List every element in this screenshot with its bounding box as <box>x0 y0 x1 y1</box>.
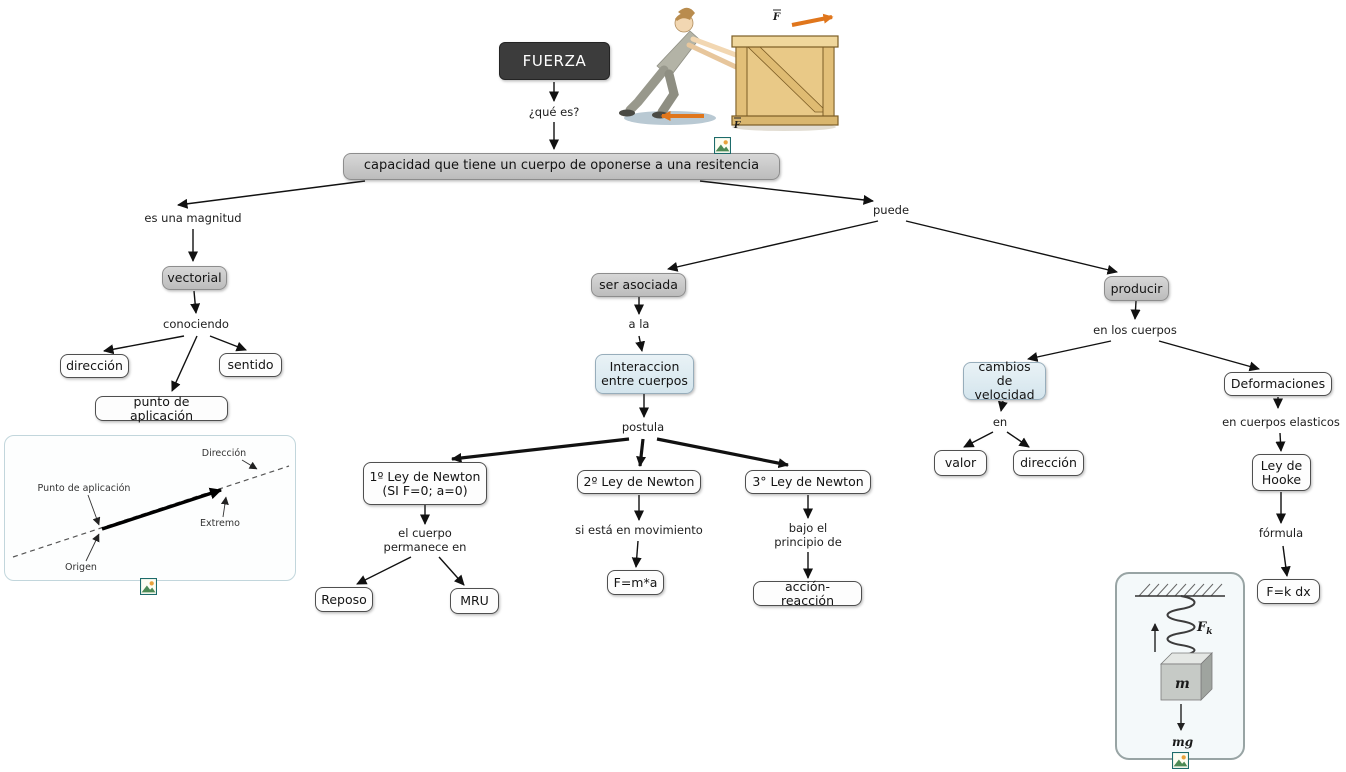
link-si-esta-en-movimiento[interactable]: si está en movimiento <box>575 523 703 537</box>
node-interaccion-entre-cuerpos[interactable]: Interaccion entre cuerpos <box>595 354 694 394</box>
punto-pointer <box>87 494 101 526</box>
friction-force-label: F <box>733 121 741 131</box>
link-en[interactable]: en <box>992 415 1008 429</box>
link-bajo-el-principio-de[interactable]: bajo el principio de <box>774 521 842 549</box>
node-capacidad[interactable]: capacidad que tiene un cuerpo de oponers… <box>343 153 780 180</box>
extremo-pointer <box>220 496 229 518</box>
node-vectorial[interactable]: vectorial <box>162 266 227 290</box>
node-direccion[interactable]: dirección <box>60 354 129 378</box>
spring-force-label: Fk <box>1196 620 1212 637</box>
node-tercera-ley-newton[interactable]: 3° Ley de Newton <box>745 470 871 494</box>
node-valor[interactable]: valor <box>934 450 987 476</box>
node-primera-ley-newton[interactable]: 1º Ley de Newton (SI F=0; a=0) <box>363 462 487 505</box>
mass-label: m <box>1175 676 1190 692</box>
node-ley-de-hooke[interactable]: Ley de Hooke <box>1252 454 1311 491</box>
node-reposo[interactable]: Reposo <box>315 587 373 612</box>
spring-coil <box>1166 595 1196 657</box>
node-sentido[interactable]: sentido <box>219 353 282 377</box>
direccion-pointer <box>241 459 258 470</box>
link-puede[interactable]: puede <box>872 203 910 217</box>
node-mru[interactable]: MRU <box>450 588 499 614</box>
weight-label: mg <box>1172 735 1193 749</box>
direccion-label: Dirección <box>202 448 246 459</box>
ceiling-hatch <box>1138 583 1223 597</box>
node-direccion-2[interactable]: dirección <box>1013 450 1084 476</box>
push-crate-drawing: F F <box>619 7 839 131</box>
link-que-es[interactable]: ¿qué es? <box>528 105 580 119</box>
link-en-cuerpos-elasticos[interactable]: en cuerpos elasticos <box>1222 415 1340 429</box>
node-accion-reaccion[interactable]: acción-reacción <box>753 579 862 607</box>
node-segunda-ley-newton[interactable]: 2º Ley de Newton <box>577 470 701 494</box>
vector-diagram-drawing: Dirección Punto de aplicación Extremo Or… <box>12 448 290 573</box>
image-resource-icon[interactable] <box>140 578 157 595</box>
node-producir[interactable]: producir <box>1104 276 1169 301</box>
link-en-los-cuerpos[interactable]: en los cuerpos <box>1093 323 1177 337</box>
node-fuerza[interactable]: FUERZA <box>499 42 610 80</box>
link-postula[interactable]: postula <box>621 420 665 434</box>
node-punto-de-aplicacion[interactable]: punto de aplicación <box>95 394 228 422</box>
applied-force-label: F <box>772 12 781 23</box>
mass-cube-front <box>1160 663 1202 701</box>
link-formula[interactable]: fórmula <box>1258 526 1304 540</box>
link-es-una-magnitud[interactable]: es una magnitud <box>144 211 242 225</box>
node-deformaciones[interactable]: Deformaciones <box>1224 372 1332 396</box>
wooden-crate <box>731 35 839 126</box>
vector-diagram-image[interactable]: Dirección Punto de aplicación Extremo Or… <box>4 435 296 581</box>
punto-de-aplicacion-label: Punto de aplicación <box>38 483 131 494</box>
node-f-kdx[interactable]: F=k dx <box>1257 579 1320 604</box>
push-crate-image[interactable]: F F <box>612 2 846 133</box>
origen-label: Origen <box>65 562 97 573</box>
spring-mass-drawing: Fk m mg <box>1135 583 1225 749</box>
extremo-label: Extremo <box>200 518 240 529</box>
image-resource-icon[interactable] <box>714 137 731 154</box>
node-ser-asociada[interactable]: ser asociada <box>591 273 686 297</box>
spring-mass-image[interactable]: Fk m mg <box>1115 572 1245 760</box>
link-el-cuerpo-permanece-en[interactable]: el cuerpo permanece en <box>383 526 467 554</box>
link-a-la[interactable]: a la <box>628 317 650 331</box>
force-arrows: F F <box>660 9 834 131</box>
pushing-person <box>619 7 739 119</box>
image-resource-icon[interactable] <box>1172 752 1189 769</box>
vector-arrow <box>101 487 222 531</box>
node-cambios-de-velocidad[interactable]: cambios de velocidad <box>963 360 1046 402</box>
origen-pointer <box>85 533 100 562</box>
link-conociendo[interactable]: conociendo <box>163 317 229 331</box>
node-f-ma[interactable]: F=m*a <box>607 570 664 595</box>
